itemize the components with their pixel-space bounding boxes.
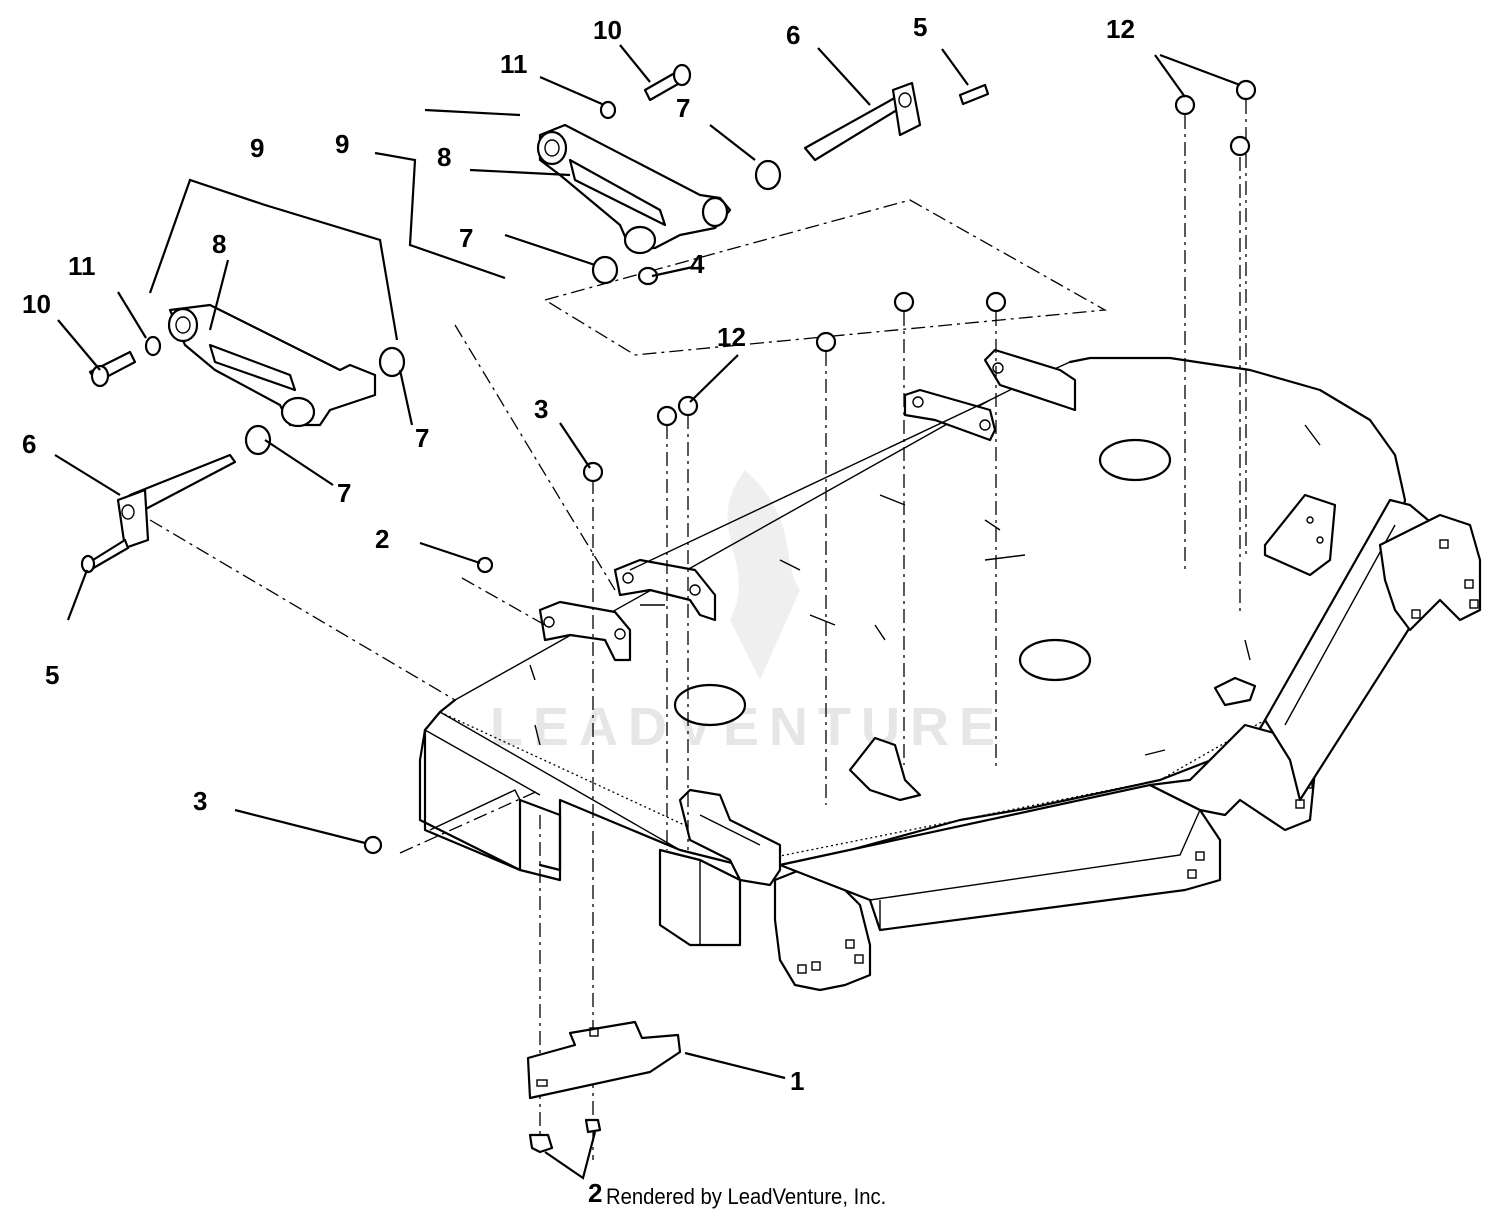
callout-5: 5	[45, 660, 59, 690]
callout-10: 10	[22, 289, 51, 319]
watermark-text: LEADVENTURE	[490, 697, 1005, 757]
mower-deck	[418, 348, 1482, 992]
callout-11: 11	[68, 251, 96, 281]
leader-lines	[54, 44, 1241, 1180]
callout-3: 3	[193, 786, 207, 816]
callout-7: 7	[415, 423, 429, 453]
lift-arm-left	[80, 303, 406, 574]
callout-8: 8	[212, 229, 226, 259]
callout-2: 2	[375, 524, 389, 554]
callout-11: 11	[500, 49, 528, 79]
callout-7: 7	[459, 223, 473, 253]
lift-arm-right	[363, 63, 1257, 855]
deflector-part	[526, 1020, 682, 1154]
callout-9: 9	[250, 133, 264, 163]
callout-12: 12	[1106, 14, 1135, 44]
credit-text: Rendered by LeadVenture, Inc.	[606, 1184, 887, 1209]
callout-6: 6	[786, 20, 800, 50]
callout-10: 10	[593, 15, 622, 45]
callout-2: 2	[588, 1178, 602, 1208]
callout-8: 8	[437, 142, 451, 172]
callout-4: 4	[690, 249, 705, 279]
callout-5: 5	[913, 12, 927, 42]
callout-7: 7	[676, 93, 690, 123]
callouts: 1 2 2 3 3 4 5 5 6 6 7 7 7 7 8 8 9 9 10 1…	[22, 12, 1135, 1208]
callout-7: 7	[337, 478, 351, 508]
callout-3: 3	[534, 394, 548, 424]
callout-9: 9	[335, 129, 349, 159]
callout-1: 1	[790, 1066, 804, 1096]
callout-6: 6	[22, 429, 36, 459]
watermark-logo	[727, 470, 800, 680]
assembly-lines	[149, 100, 1247, 1160]
callout-12: 12	[717, 322, 746, 352]
